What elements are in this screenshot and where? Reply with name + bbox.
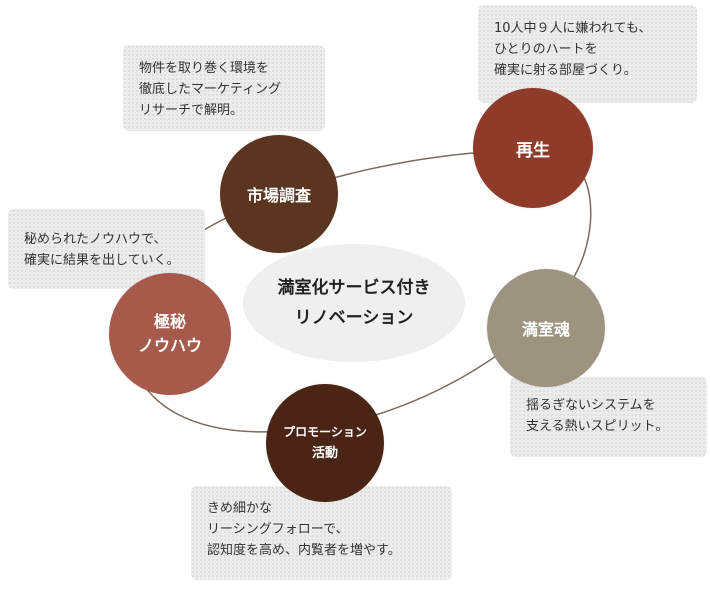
note-rebirth: 10人中９人に嫌われても、 ひとりのハートを 確実に射る部屋づくり。 xyxy=(478,5,697,103)
node-market-research: 市場調査 xyxy=(220,135,338,253)
node-secret-knowhow: 極秘 ノウハウ xyxy=(109,273,231,395)
center-title-line2: リノベーション xyxy=(294,308,414,328)
node-rebirth-label: 再生 xyxy=(516,140,550,161)
note-promotion: きめ細かな リーシングフォローで、 認知度を高め、内覧者を増やす。 xyxy=(191,486,452,580)
center-ellipse: 満室化サービス付き リノベーション xyxy=(243,244,465,362)
node-promotion-line1: プロモーション xyxy=(283,425,367,439)
node-promotion-line2: 活動 xyxy=(311,446,338,461)
note-market-research: 物件を取り巻く環境を 徹底したマーケティング リサーチで解明。 xyxy=(123,45,325,131)
node-full-occupancy-spirit-label: 満室魂 xyxy=(521,320,570,339)
node-market-research-label: 市場調査 xyxy=(246,186,311,205)
note-full-occupancy-spirit: 揺るぎないシステムを 支える熱いスピリット。 xyxy=(510,377,707,457)
node-secret-knowhow-line1: 極秘 xyxy=(153,312,186,331)
node-promotion: プロモーション 活動 xyxy=(266,384,384,502)
note-secret-knowhow: 秘められたノウハウで、 確実に結果を出していく。 xyxy=(8,209,205,289)
center-title-line1: 満室化サービス付き xyxy=(277,278,431,298)
node-secret-knowhow-line2: ノウハウ xyxy=(137,336,202,355)
node-rebirth: 再生 xyxy=(473,88,593,208)
node-full-occupancy-spirit: 満室魂 xyxy=(487,269,605,387)
